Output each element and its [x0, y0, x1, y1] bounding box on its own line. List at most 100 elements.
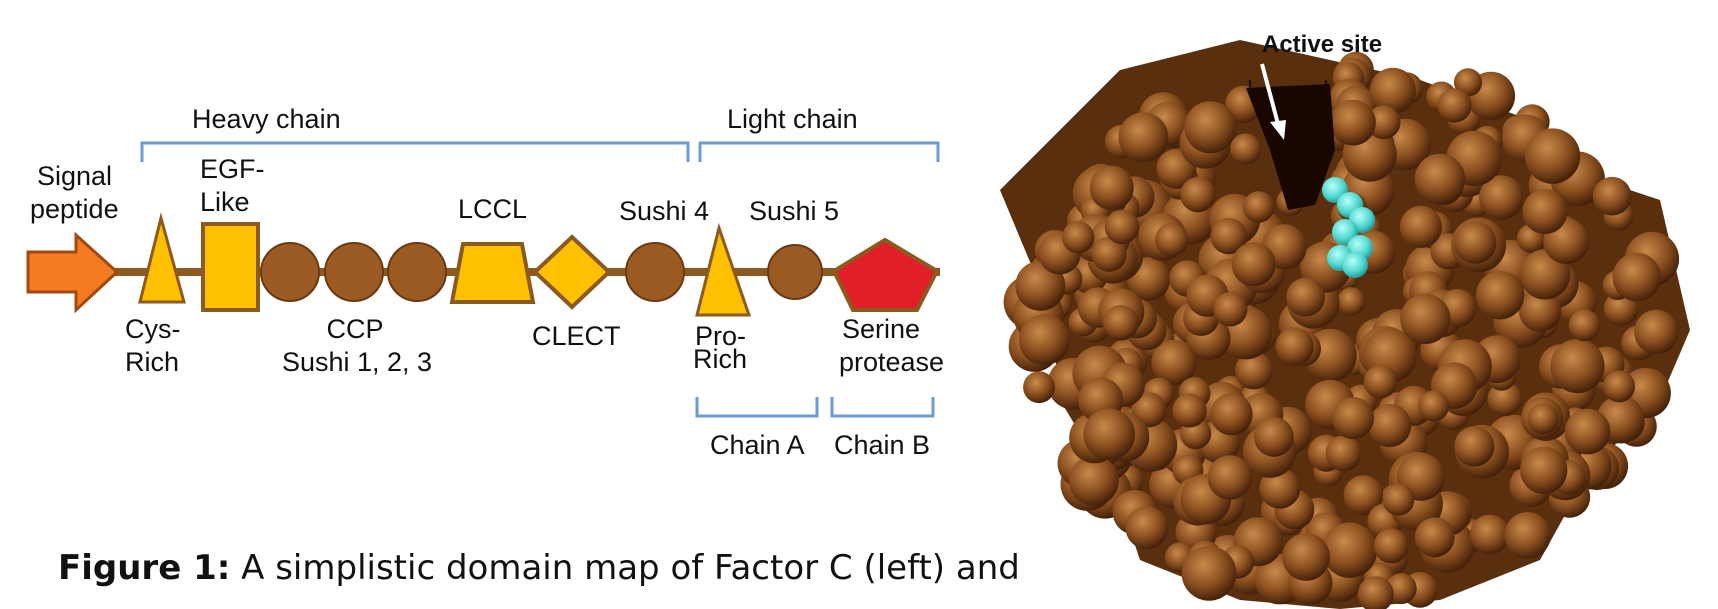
cys-rich-triangle: [138, 212, 186, 304]
domain-map: Heavy chain Light chain Signal peptide E…: [26, 104, 944, 460]
surface-atom: [1568, 309, 1601, 342]
surface-atom: [1207, 455, 1253, 500]
cys-rich-label-line1: Cys-: [125, 314, 181, 344]
egf-like-label-line1: EGF-: [200, 154, 265, 184]
active-site-pocket: [1246, 84, 1335, 210]
surface-atom: [1527, 403, 1559, 435]
surface-atom: [1118, 112, 1169, 163]
surface-atom: [1230, 133, 1262, 165]
clect-diamond: [532, 234, 612, 310]
sushi-1-circle: [260, 242, 320, 302]
surface-atom: [1564, 408, 1611, 455]
active-site-residue: [1342, 252, 1368, 278]
surface-atom: [1366, 105, 1401, 140]
surface-atom: [1151, 339, 1197, 385]
clect-label: CLECT: [532, 321, 621, 351]
surface-atom: [1210, 393, 1253, 436]
serine-protease-pentagon: [831, 237, 940, 312]
surface-atom: [1550, 339, 1605, 394]
serine-protease-label-line1: Serine: [842, 314, 920, 344]
egf-like-label-line2: Like: [200, 187, 250, 217]
surface-atom: [1453, 221, 1497, 264]
surface-atom: [1487, 381, 1523, 417]
chain-b-bracket: [830, 397, 935, 418]
active-site-arrow-line: [1260, 63, 1280, 125]
surface-atom: [1414, 153, 1466, 205]
signal-peptide-arrow: [26, 231, 120, 314]
surface-atom: [1089, 165, 1134, 210]
chain-a-label: Chain A: [710, 430, 805, 460]
figure-caption: Figure 1: A simplistic domain map of Fac…: [58, 548, 1020, 588]
pro-rich-label-line2: Rich: [693, 344, 747, 374]
surface-atom: [1275, 327, 1314, 366]
surface-atom: [1172, 393, 1207, 428]
light-chain-label: Light chain: [727, 104, 858, 134]
surface-atom: [1332, 397, 1374, 439]
surface-atom: [1612, 252, 1662, 302]
surface-atom: [1634, 309, 1679, 355]
ccp-label-line2: Sushi 1, 2, 3: [282, 347, 432, 377]
surface-atom: [1382, 483, 1415, 516]
surface-atom: [1479, 175, 1524, 220]
pro-rich-label-line1: Pro-: [695, 321, 746, 351]
surface-atom: [1453, 68, 1483, 97]
surface-atom: [1504, 512, 1551, 559]
surface-atom: [1180, 177, 1216, 213]
sushi-4-circle: [625, 242, 685, 302]
chain-a-bracket: [695, 397, 819, 418]
surface-atom: [1242, 191, 1275, 223]
active-site-arrow-head: [1270, 120, 1286, 140]
sushi-4-label: Sushi 4: [619, 196, 709, 226]
surface-atom: [1068, 455, 1119, 506]
ccp-label-line1: CCP: [326, 314, 383, 344]
surface-atom: [1325, 435, 1362, 472]
surface-atom: [1321, 522, 1378, 578]
surface-atom: [1023, 371, 1055, 404]
surface-atom: [1343, 475, 1384, 515]
surface-atom: [1184, 101, 1237, 154]
surface-atom: [1373, 528, 1409, 564]
surface-atom: [1475, 271, 1525, 320]
surface-atom: [1470, 514, 1510, 555]
serine-protease-label-line2: protease: [839, 347, 944, 377]
light-chain-bracket: [698, 141, 940, 162]
lccl-label: LCCL: [458, 194, 527, 224]
surface-atom: [1418, 390, 1450, 422]
surface-atom: [1231, 242, 1276, 287]
surface-atom: [1103, 305, 1139, 341]
sushi-5-circle: [767, 244, 823, 300]
surface-atom: [1363, 364, 1398, 399]
surface-atom: [1522, 189, 1568, 235]
active-site-residues: [1322, 177, 1375, 278]
surface-atom: [1369, 67, 1416, 114]
pro-rich-triangle: [695, 222, 752, 317]
surface-atom: [1210, 217, 1247, 255]
surface-atom: [1337, 287, 1366, 316]
surface-atom: [1091, 236, 1127, 272]
surface-atom: [1286, 277, 1325, 317]
surface-atom: [1062, 221, 1095, 254]
surface-atom: [1524, 128, 1581, 184]
surface-atom: [1181, 545, 1237, 601]
surface-atom: [1399, 205, 1442, 248]
signal-peptide-label-line2: peptide: [30, 194, 119, 224]
sushi-5-label: Sushi 5: [749, 196, 839, 226]
surface-atom: [1603, 370, 1635, 403]
surface-atom: [1518, 289, 1562, 332]
surface-atom: [1155, 222, 1189, 257]
surface-atom: [1254, 417, 1294, 457]
surface-atom: [1414, 517, 1455, 558]
surface-atom: [1259, 467, 1301, 509]
caption-text: A simplistic domain map of Factor C (lef…: [230, 548, 1020, 588]
sushi-3-circle: [387, 242, 447, 302]
surface-atom: [1083, 408, 1135, 461]
surface-atom: [1104, 209, 1140, 245]
surface-atom: [1125, 506, 1169, 550]
surface-atom: [1437, 88, 1472, 123]
signal-peptide-label-line1: Signal: [37, 161, 112, 191]
surface-atom: [1357, 576, 1394, 609]
surface-atom: [1213, 292, 1248, 327]
protein-surface: [1000, 40, 1690, 609]
protein-structure-image: Active site: [1000, 31, 1690, 609]
